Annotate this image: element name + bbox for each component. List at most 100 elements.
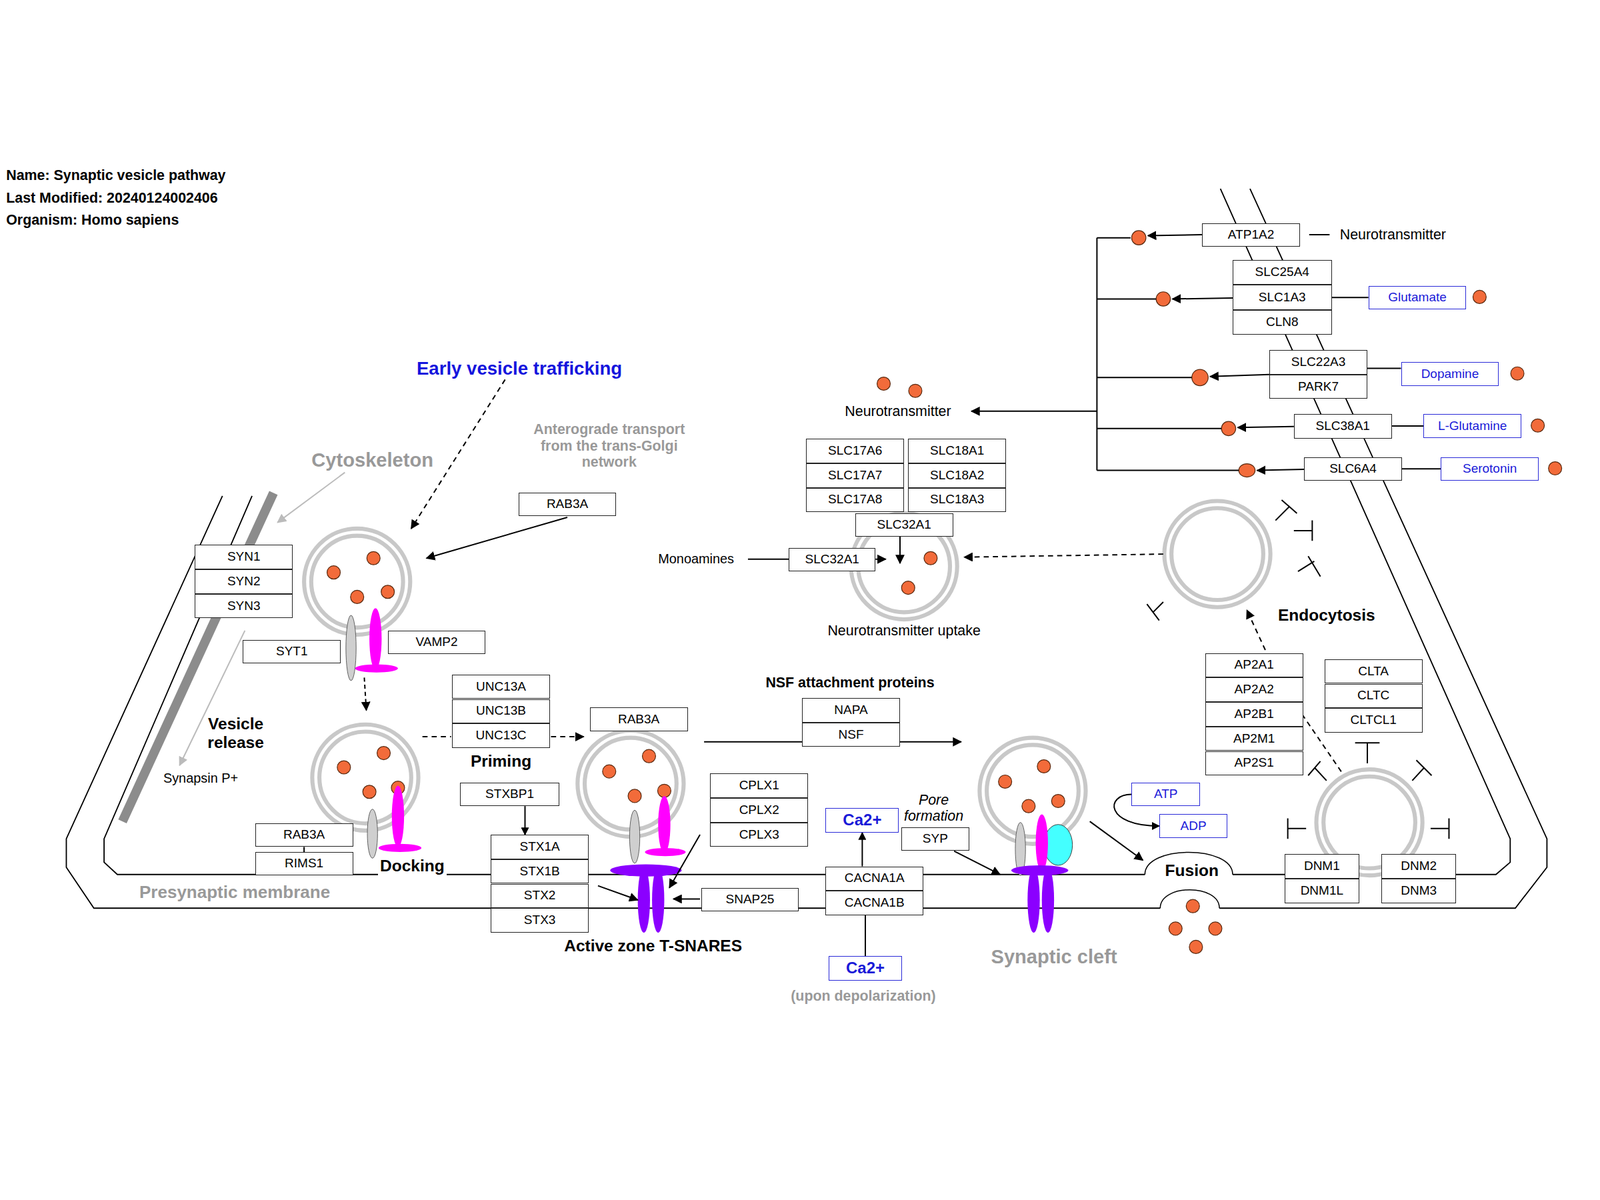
dot [1510,366,1524,380]
v-snare [658,796,670,854]
box-label: SYP [922,832,948,846]
box-label: STX2 [524,888,556,903]
metabolite-box: ADP [1159,814,1228,838]
annotation-label: Last Modified: 20240124002406 [6,190,218,207]
box-label: AP2S1 [1234,756,1274,770]
box-label: Ca2+ [842,811,882,829]
dashed-arrow [964,554,1163,558]
membrane-outer [66,188,1547,908]
gene-product-box: SLC18A3 [908,488,1006,513]
gene-product-box: CACNA1A [825,866,924,892]
dot [1472,290,1486,304]
line [748,558,789,560]
gene-product-box: DNM1 [1284,854,1360,879]
box-label: CACNA1B [844,896,905,910]
gene-product-box: SLC17A7 [806,463,904,488]
gene-product-box: SYN3 [194,594,293,619]
box-label: Glutamate [1388,290,1447,305]
arrow [669,834,700,888]
dot [1208,922,1222,936]
gene-product-box: RAB3A [255,823,354,847]
box-label: SLC17A6 [828,444,882,458]
arrow [426,517,568,558]
dot [1548,462,1562,476]
dot [901,581,915,595]
box-label: CLTA [1358,664,1389,679]
gene-product-box: AP2M1 [1205,726,1304,752]
gene-product-box: SLC25A4 [1232,260,1332,285]
gene-product-box: SLC18A2 [908,463,1006,488]
connector [861,832,863,867]
gene-product-box: NSF [802,722,900,748]
diagram-title: Name: Synaptic vesicle pathway [6,167,226,184]
synaptophysin [1044,824,1073,866]
metabolite-box: Dopamine [1401,362,1500,386]
box-label: SLC18A3 [930,492,984,507]
v-snare [644,848,686,856]
arrow [598,886,638,900]
box-label: Ca2+ [846,959,885,977]
annotation-label: Early vesicle trafficking [416,358,622,380]
dashed-arrow [551,736,584,738]
t-snare [638,867,650,933]
box-label: Serotonin [1462,462,1517,476]
gene-product-box: RAB3A [590,707,688,732]
gene-product-box: CLTC [1324,684,1423,709]
box-label: RAB3A [546,497,588,512]
arrow [1238,426,1294,428]
annotation-label: Endocytosis [1278,606,1376,625]
connector [1402,468,1441,470]
box-label: AP2A2 [1234,682,1274,697]
vesicle [979,738,1086,844]
dot [1022,799,1036,813]
box-label: DNM3 [1400,884,1437,898]
box-label: NSF [838,728,864,742]
box-label: SYN3 [227,599,261,614]
gene-product-box: STX1B [490,859,589,884]
box-label: SLC22A3 [1291,355,1346,370]
gene-product-box: SLC17A6 [806,438,904,464]
dot [377,746,391,760]
t-bar [1298,556,1321,577]
box-label: SLC32A1 [876,518,931,532]
synaptotagmin [629,810,640,864]
gene-product-box: SLC18A1 [908,438,1006,464]
annotation-label: Monoamines [658,551,734,567]
gene-product-box: STX2 [490,884,589,909]
box-label: DNM2 [1400,859,1437,874]
gene-product-box: ATP1A2 [1202,223,1300,247]
box-label: VAMP2 [416,635,458,650]
annotation-label: NSF attachment proteins [765,674,934,692]
metabolite-box: L-Glutamine [1423,414,1522,438]
t-snare [1011,865,1069,876]
gene-product-box: AP2B1 [1205,702,1304,727]
gene-product-box: SLC32A1 [788,548,876,572]
gene-product-box: DNM3 [1381,878,1456,904]
box-label: CLTCL1 [1350,713,1396,728]
dot [924,551,938,565]
t-snare [1027,867,1040,933]
v-snare [1036,814,1048,872]
gene-product-box: CPLX1 [710,773,808,798]
annotation-label: Neurotransmitter [1340,226,1446,244]
gene-product-box: CLTCL1 [1324,708,1423,733]
gene-product-box: SLC22A3 [1269,350,1368,375]
box-label: DNM1L [1300,884,1344,898]
annotation-label: Anterograde transport from the trans-Gol… [522,421,696,471]
box-label: NAPA [834,703,868,718]
gene-product-box: PARK7 [1269,374,1368,400]
dot [1051,794,1065,808]
t-bar [1412,760,1432,781]
dot [908,384,922,398]
gene-product-box: AP2S1 [1205,751,1304,776]
snare-proteins [346,608,1073,933]
box-label: UNC13B [476,704,526,718]
v-snare [355,664,398,672]
gene-product-box: SYN1 [194,544,293,570]
box-label: STXBP1 [485,787,534,802]
gene-product-box: CLTA [1324,659,1423,684]
v-snare [369,608,382,670]
box-label: ATP [1154,787,1178,802]
box-label: STX1A [520,840,560,854]
dot [1192,369,1208,386]
